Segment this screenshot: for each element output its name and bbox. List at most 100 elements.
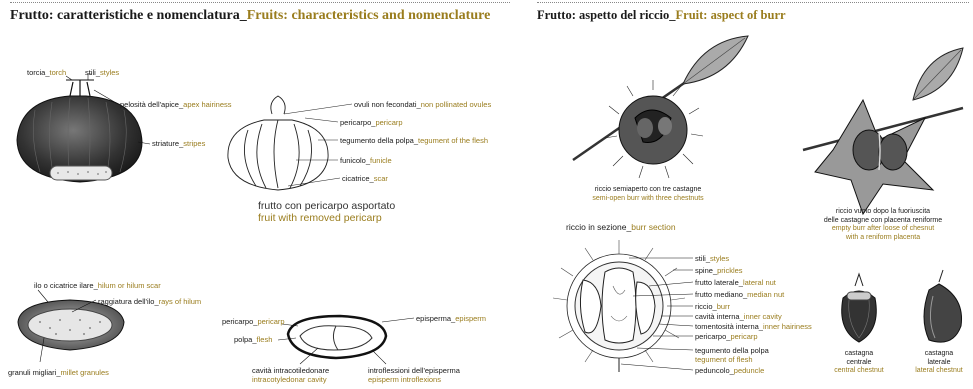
text-fragment: peduncolo [695,366,730,375]
text-fragment: styles [710,254,729,263]
text-fragment: burr [717,302,730,311]
text-fragment: with a reniform placenta [795,234,971,243]
text-fragment: tomentosità interna [695,322,759,331]
text-fragment: centrale [847,359,872,366]
text-fragment: rays of hilum [159,297,202,306]
text-fragment: pericarpo [222,317,253,326]
text-fragment: tegumento della polpa [340,136,414,145]
text-fragment: pelosità dell'apice [120,100,179,109]
central-chestnut-drawing [842,274,877,342]
text-fragment: riccio in sezione [566,222,626,232]
label-burr: riccio_burr [695,302,730,311]
text-fragment: tegument of the flesh [418,136,488,145]
text-fragment: stili [695,254,706,263]
text-fragment: tegument of flesh [695,355,753,364]
text-fragment: torcia [27,68,45,77]
semi-open-burr-drawing [573,36,748,178]
text-fragment: intracotyledonar cavity [252,375,327,384]
text-fragment: ilo o cicatrice ilare [34,281,94,290]
text-fragment: inner cavity [744,312,782,321]
caption-lateral-chestnut: castagna laterale lateral chestnut [905,350,973,376]
whole-chestnut-drawing [17,74,150,182]
empty-burr-drawing [803,48,963,214]
text-fragment: riccio semiaperto con tre castagne [595,186,702,193]
label-inner-hairiness: tomentosità interna_inner hairiness [695,322,812,331]
caption-central-chestnut: castagnacentrale central chestnut [821,350,897,376]
text-fragment: cavità interna [695,312,740,321]
text-fragment: episperm introflexions [368,375,441,384]
label-median-nut: frutto mediano_median nut [695,290,784,299]
label-flesh: polpa_flesh [234,335,272,344]
burr-section-drawing [553,240,693,372]
text-fragment: hilum or hilum scar [98,281,161,290]
text-fragment: funicle [370,156,392,165]
text-fragment: pericarpo [695,332,726,341]
label-torch: torcia_torch [27,68,66,77]
text-fragment: central chestnut [821,367,897,376]
text-fragment: granuli migliari [8,368,56,377]
text-fragment: lateral nut [743,278,776,287]
label-cavity: cavità intracotiledonareintracotyledonar… [252,366,329,384]
text-fragment: pericarp [730,332,757,341]
text-fragment: peduncle [734,366,764,375]
text-fragment: fruit with removed pericarp [258,212,395,224]
label-burr-section: riccio in sezione_burr section [566,223,676,232]
label-introflexions: introflessioni dell'epispermaepisperm in… [368,366,460,384]
text-fragment: semi-open burr with three chestnuts [563,195,733,204]
text-fragment: median nut [747,290,784,299]
text-fragment: introflessioni dell'episperma [368,366,460,375]
label-styles: stili_styles [695,254,729,263]
label-lateral-nut: frutto laterale_lateral nut [695,278,776,287]
text-fragment: non pollinated ovules [421,100,491,109]
label-ovules: ovuli non fecondati_non pollinated ovule… [354,100,491,109]
text-fragment: raggiatura dell'ilo [98,297,154,306]
text-fragment: prickles [717,266,742,275]
label-pericarp: pericarpo_pericarp [695,332,758,341]
text-fragment: castagna [925,350,953,357]
text-fragment: cavità intracotiledonare [252,366,329,375]
text-fragment: stripes [183,139,205,148]
label-scar: cicatrice_scar [342,174,388,183]
caption-empty-burr: riccio vuoto dopo la fuoriuscita delle ca… [795,208,971,242]
characteristics-panel: Frutto: caratteristiche e nomenclatura_F… [0,0,520,389]
text-fragment: riccio [695,302,713,311]
text-fragment: styles [100,68,119,77]
chestnut-illustrations [0,0,520,389]
text-fragment: frutto mediano [695,290,743,299]
text-fragment: scar [374,174,388,183]
text-fragment: inner hairiness [763,322,812,331]
text-fragment: pericarp [257,317,284,326]
text-fragment: pericarpo [340,118,371,127]
label-millet-granules: granuli migliari_millet granules [8,368,109,377]
caption-removed-pericarp: frutto con pericarpo asportato fruit wit… [258,200,395,224]
text-fragment: riccio vuoto dopo la fuoriuscita [836,208,930,215]
text-fragment: cicatrice [342,174,370,183]
text-fragment: delle castagne con placenta reniforme [824,217,942,224]
label-prickles: spine_prickles [695,266,743,275]
label-tegument-of-flesh: tegumento della polpategument of flesh [695,346,769,364]
text-fragment: episperm [455,314,486,323]
text-fragment: millet granules [61,368,109,377]
text-fragment: pericarp [375,118,402,127]
label-pericarp-section: pericarpo_pericarp [222,317,285,326]
label-apex-hairiness: pelosità dell'apice_apex hairiness [120,100,232,109]
peeled-chestnut-drawing [228,96,352,190]
text-fragment: empty burr after loose of chesnut [795,225,971,234]
text-fragment: burr section [631,222,675,232]
label-pericarp-peeled: pericarpo_pericarp [340,118,403,127]
text-fragment: tegumento della polpa [695,346,769,355]
text-fragment: striature [152,139,179,148]
label-rays-of-hilum: raggiatura dell'ilo_rays of hilum [98,297,201,306]
text-fragment: laterale [928,359,951,366]
text-fragment: funicolo [340,156,366,165]
text-fragment: lateral chestnut [905,367,973,376]
text-fragment: flesh [257,335,273,344]
text-fragment: episperma [416,314,451,323]
label-inner-cavity: cavità interna_inner cavity [695,312,782,321]
label-funicle: funicolo_funicle [340,156,392,165]
label-styles: stili_styles [85,68,119,77]
text-fragment: polpa [234,335,252,344]
burr-panel: Frutto: aspetto del riccio_Fruit: aspect… [533,0,973,389]
text-fragment: frutto laterale [695,278,739,287]
text-fragment: apex hairiness [183,100,231,109]
